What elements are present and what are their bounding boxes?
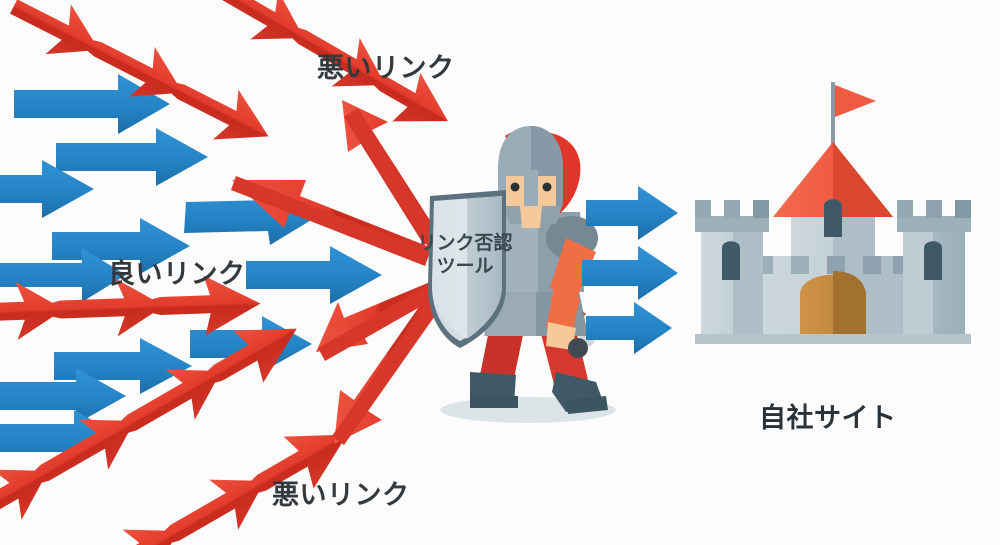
bad-link-arrow xyxy=(344,108,438,245)
good-link-arrow xyxy=(56,128,208,186)
castle-flag xyxy=(835,85,876,117)
castle-flagpole xyxy=(831,82,835,146)
good-link-arrow xyxy=(0,248,126,302)
castle-right-tower-cap xyxy=(897,216,971,232)
bad-link-arrow xyxy=(318,282,441,361)
castle-merlon xyxy=(955,200,971,218)
knight-chin xyxy=(520,206,542,228)
bad-link-arrow xyxy=(231,176,430,266)
bad-link-arrow xyxy=(10,0,269,140)
label-own-site: 自社サイト xyxy=(759,403,897,433)
helmet-plume xyxy=(535,131,581,222)
castle-roof-shade xyxy=(833,142,893,217)
knight-pommel xyxy=(568,338,588,358)
castle-base xyxy=(695,334,971,344)
castle-left-tower-cap xyxy=(695,216,769,232)
good-link-arrow xyxy=(0,368,126,424)
knight-character xyxy=(470,126,608,414)
castle-gate-shade xyxy=(833,271,866,338)
shield-label-line2: ツール xyxy=(436,256,494,278)
castle-merlon xyxy=(791,256,809,274)
knight-front-boot-sole xyxy=(566,396,608,414)
helmet-noseguard xyxy=(524,170,538,214)
bad-link-arrow xyxy=(0,275,261,341)
good-link-arrow xyxy=(14,74,170,134)
good-link-arrow xyxy=(246,246,382,304)
knight-eye-left xyxy=(510,182,520,192)
knight-forearm xyxy=(546,288,580,334)
good-link-arrow xyxy=(586,186,678,240)
knight-hand xyxy=(546,322,576,350)
castle-merlon xyxy=(695,200,711,218)
bad-link-arrow xyxy=(84,434,348,545)
castle-window-left xyxy=(722,241,740,280)
disavow-shield xyxy=(428,190,506,348)
bad-link-arrow-group xyxy=(0,0,448,545)
deflected-arrow-group xyxy=(231,100,444,445)
castle-merlon xyxy=(753,200,769,218)
good-link-arrow xyxy=(582,246,678,300)
castle-merlon xyxy=(863,256,881,274)
bad-link-arrow xyxy=(332,294,444,445)
bad-link-arrow xyxy=(217,0,448,122)
shield-label-line1: リンク否認 xyxy=(417,233,513,254)
castle-window-top xyxy=(824,199,842,237)
knight-upper-arm xyxy=(550,238,596,300)
castle-building xyxy=(695,82,971,344)
good-link-arrow xyxy=(0,160,94,218)
castle-merlon xyxy=(827,256,845,274)
label-good-links: 良いリンク xyxy=(108,259,246,289)
castle-merlon xyxy=(926,200,942,218)
label-bad-links-bottom: 悪いリンク xyxy=(272,480,410,510)
good-link-arrow xyxy=(586,302,672,354)
bad-link-arrow xyxy=(0,328,297,531)
castle-merlon xyxy=(724,200,740,218)
shield-label: リンク否認 ツール xyxy=(400,232,530,278)
knight-back-boot-sole xyxy=(470,396,518,408)
castle-window-right xyxy=(924,241,942,280)
shield-face-shade xyxy=(467,196,502,339)
knight-eye-right xyxy=(542,182,552,192)
label-bad-links-top: 悪いリンク xyxy=(317,53,455,83)
shield-highlight xyxy=(432,198,467,339)
castle-merlon xyxy=(897,200,913,218)
knight-helmet xyxy=(498,126,581,228)
good-link-arrow-group-right xyxy=(582,186,678,354)
